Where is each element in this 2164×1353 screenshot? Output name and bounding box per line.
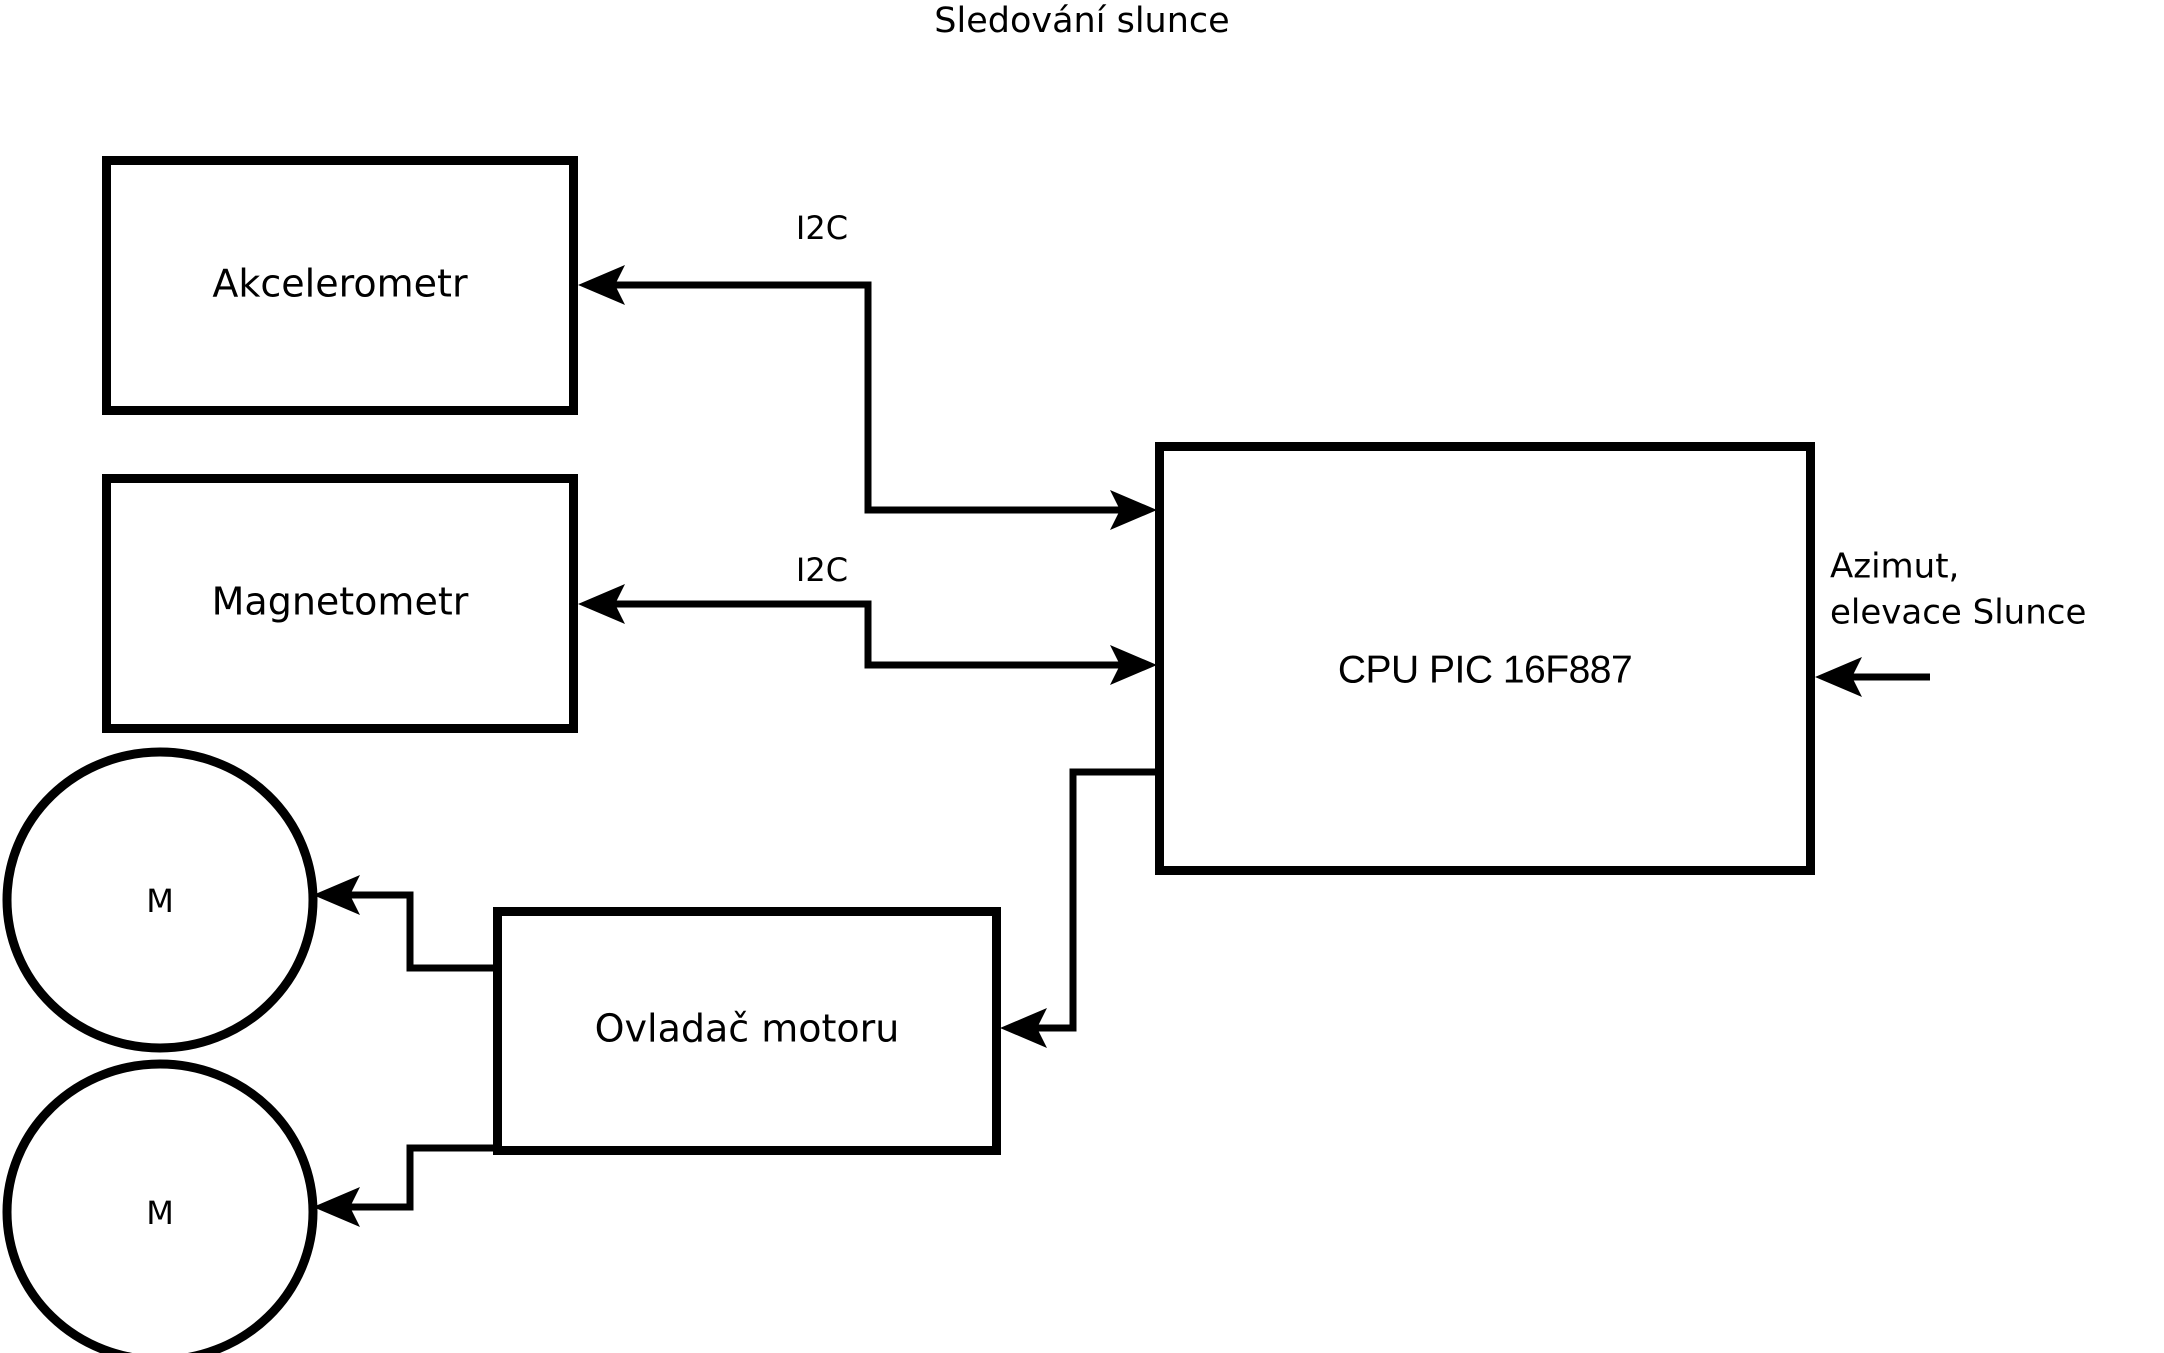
connection-motor-driver-to-motor-bottom (313, 1144, 493, 1227)
magnetometer-box-frame[interactable] (102, 474, 578, 733)
connection-motor-driver-to-motor-top (313, 875, 493, 972)
motor-top-circle[interactable] (2, 747, 318, 1053)
page-title: Sledování slunce (934, 1, 1229, 41)
wire-cpu-to-magnetometer (605, 600, 872, 665)
arrow-head-into-accelerometer (578, 265, 625, 305)
block-cpu[interactable]: CPU PIC 16F887 (1155, 442, 1815, 875)
block-motor-bottom[interactable]: M (2, 1059, 318, 1353)
connection-cpu-to-motor-driver (1000, 768, 1155, 1048)
wire-magnetometer-to-cpu (864, 604, 1130, 669)
wire-cpu-to-accelerometer (605, 281, 872, 510)
motor-bottom-circle[interactable] (2, 1059, 318, 1353)
connection-magnetometer-i2c: I2C (578, 551, 1157, 685)
accelerometer-label-text: Akcelerometr (212, 262, 468, 306)
motor-driver-label: Ovladač motoru (595, 1007, 900, 1051)
magnetometer-label-text: Magnetometr (212, 580, 469, 624)
arrow-head-into-cpu-bottom (1110, 645, 1157, 685)
arrow-head-into-cpu-top (1110, 490, 1157, 530)
connection-sun-input-to-cpu (1815, 657, 1930, 697)
sun-input-label-line2: elevace Slunce (1830, 593, 2086, 633)
arrow-head-into-motor-bottom (313, 1187, 360, 1227)
block-motor-driver[interactable]: Ovladač motoru (493, 907, 1001, 1155)
block-motor-top[interactable]: M (2, 747, 318, 1053)
sun-input-label-line1: Azimut, (1830, 547, 1959, 587)
motor-bottom-label: M (146, 1194, 174, 1232)
arrow-head-into-magnetometer (578, 584, 625, 624)
bus-label-accelerometer: I2C (796, 209, 848, 247)
wire-motor-driver-to-motor-top (340, 891, 493, 972)
motor-driver-box[interactable] (493, 907, 1001, 1155)
wire-cpu-to-motor-driver (1027, 768, 1155, 1032)
cpu-label: CPU PIC 16F887 (1338, 648, 1632, 691)
arrow-head-into-motor-driver (1000, 1008, 1047, 1048)
wire-accelerometer-to-cpu (864, 285, 1130, 514)
external-input-annotation: Azimut, elevace Slunce (1830, 547, 2086, 633)
connection-accelerometer-i2c: I2C (578, 209, 1157, 530)
arrow-head-sun-input (1815, 657, 1862, 697)
bus-label-magnetometer: I2C (796, 551, 848, 589)
wire-motor-driver-to-motor-bottom (340, 1144, 493, 1211)
arrow-head-into-motor-top (313, 875, 360, 915)
accelerometer-box-frame[interactable] (102, 156, 578, 415)
motor-top-label: M (146, 882, 174, 920)
cpu-box[interactable] (1155, 442, 1815, 875)
